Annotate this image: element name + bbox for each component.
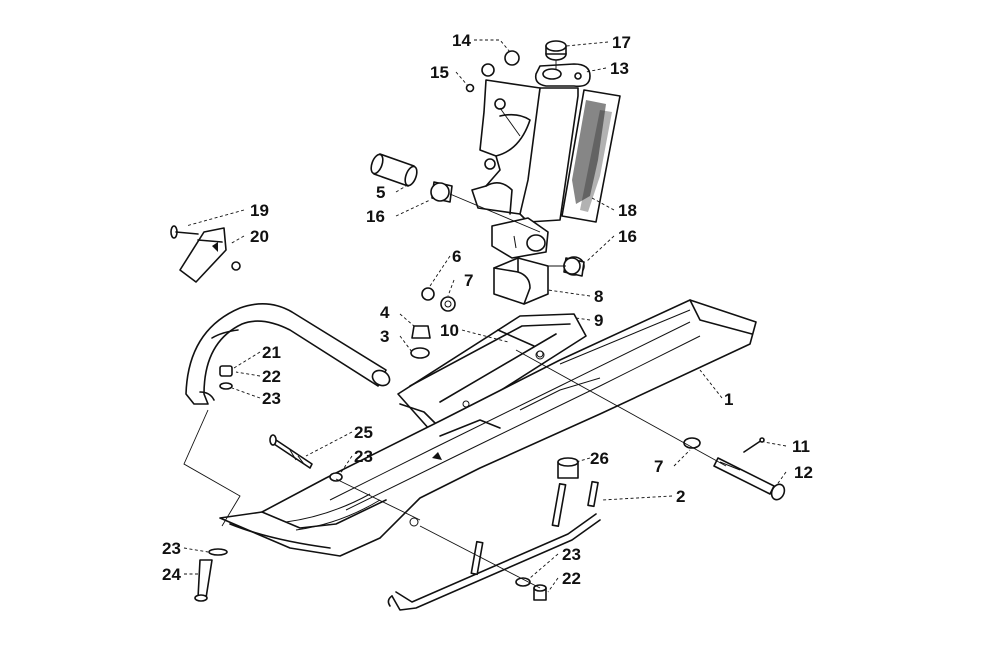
callout-23c: 23 [162, 539, 181, 558]
callout-22a: 22 [262, 367, 281, 386]
callout-6: 6 [452, 247, 461, 266]
saddle-9 [397, 313, 587, 431]
callout-24: 24 [162, 565, 181, 584]
callout-7a: 7 [464, 271, 473, 290]
bolt-25 [269, 434, 313, 469]
callout-19: 19 [250, 201, 269, 220]
bolt-24 [194, 559, 213, 602]
spacer-3 [410, 347, 430, 359]
callout-2: 2 [676, 487, 685, 506]
callout-21: 21 [262, 343, 281, 362]
pin-11 [743, 439, 763, 453]
bushing-16a [430, 181, 453, 203]
callout-16b: 16 [618, 227, 637, 246]
block-8 [493, 257, 549, 305]
callout-1: 1 [724, 390, 733, 409]
bolt-19 [170, 225, 199, 239]
wear-bar-2 [387, 480, 601, 611]
insert-26 [557, 457, 579, 479]
callout-25: 25 [354, 423, 373, 442]
ski-1 [219, 299, 757, 557]
callout-leaders [183, 39, 787, 593]
callout-22b: 22 [562, 569, 581, 588]
callout-3: 3 [380, 327, 389, 346]
callout-8: 8 [594, 287, 603, 306]
decal-18 [561, 89, 621, 223]
bracket-20 [179, 227, 241, 283]
callout-18: 18 [618, 201, 637, 220]
bolt-12 [713, 457, 786, 501]
fitting-15 [465, 83, 475, 93]
callout-23b: 23 [354, 447, 373, 466]
washer-14 [481, 63, 495, 77]
callout-10: 10 [440, 321, 459, 340]
steering-arm [534, 63, 591, 88]
callout-5: 5 [376, 183, 385, 202]
callouts: 1 2 3 4 5 6 7 7 8 9 10 11 12 13 14 15 16… [162, 31, 813, 588]
callout-12: 12 [794, 463, 813, 482]
callout-17: 17 [612, 33, 631, 52]
callout-23a: 23 [262, 389, 281, 408]
callout-11: 11 [792, 437, 810, 456]
assembly-lines [183, 60, 727, 589]
washer-23a [219, 382, 233, 390]
callout-26: 26 [590, 449, 609, 468]
callout-7b: 7 [654, 457, 663, 476]
spindle [471, 79, 579, 259]
plug-17 [545, 40, 567, 61]
nut-6 [421, 287, 435, 301]
loop-21 [185, 303, 391, 405]
washer-23c [208, 548, 228, 556]
callout-16a: 16 [366, 207, 385, 226]
callout-9: 9 [594, 311, 603, 330]
callout-20: 20 [250, 227, 269, 246]
callout-23d: 23 [562, 545, 581, 564]
washer-7b [683, 437, 701, 449]
callout-14: 14 [452, 31, 471, 50]
callout-15: 15 [430, 63, 449, 82]
rod-5 [370, 153, 418, 187]
washer-23d [515, 577, 531, 587]
callout-4: 4 [380, 303, 390, 322]
nut-22a [219, 365, 233, 377]
nut-4 [411, 325, 431, 339]
washer-7a [440, 296, 456, 312]
callout-13: 13 [610, 59, 629, 78]
bushing-14 [504, 50, 520, 66]
bushing-16b [563, 256, 585, 277]
washer-23b [329, 472, 343, 482]
